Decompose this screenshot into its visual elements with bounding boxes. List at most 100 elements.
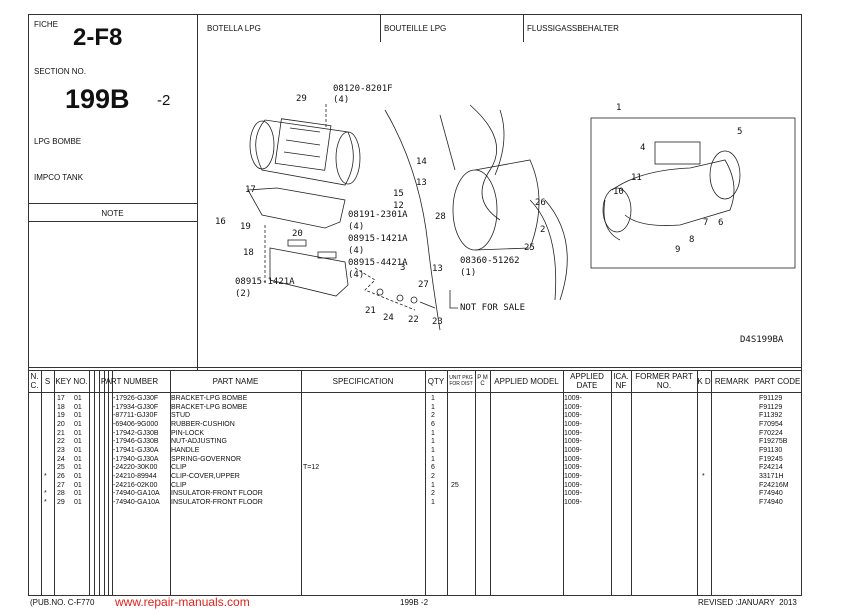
header-former-part-no: FORMER PART NO. xyxy=(635,372,693,390)
callout: 25 xyxy=(524,243,535,253)
callout: 15 xyxy=(393,189,404,199)
column-divider xyxy=(475,370,476,596)
callout: 08915-4421A xyxy=(348,258,408,268)
page-number: 199B -2 xyxy=(400,598,429,607)
callout: 13 xyxy=(416,178,427,188)
callout: 7 xyxy=(703,218,708,228)
callout: 16 xyxy=(215,217,226,227)
key-sub: 01 xyxy=(74,403,82,411)
fiche-value: 2-F8 xyxy=(73,24,123,51)
part-number: -17946-GJ30B xyxy=(113,438,159,446)
qty: 1 xyxy=(431,429,435,437)
divider xyxy=(28,221,197,222)
key-sub: 01 xyxy=(74,412,82,420)
callout: 08915-1421A xyxy=(235,277,295,287)
callout: 2 xyxy=(540,225,545,235)
part-code: F11392 xyxy=(759,412,783,420)
qty: 2 xyxy=(431,412,435,420)
header-applied-date: APPLIED DATE xyxy=(570,372,604,390)
key-no: 21 xyxy=(57,429,65,437)
header-part-code: PART CODE xyxy=(754,376,801,386)
callout: (2) xyxy=(235,289,251,299)
row-s: * xyxy=(44,490,47,498)
part-code: F19275B xyxy=(759,438,788,446)
callout: (4) xyxy=(348,222,364,232)
column-divider xyxy=(631,370,632,596)
callout: NOT FOR SALE xyxy=(460,303,525,313)
left-panel-divider xyxy=(197,14,198,370)
key-no: 26 xyxy=(57,473,65,481)
qty: 2 xyxy=(431,490,435,498)
header-s: S xyxy=(44,376,51,386)
divider xyxy=(28,367,802,368)
callout: 11 xyxy=(631,173,642,183)
key-no: 19 xyxy=(57,412,65,420)
part-name: INSULATOR-FRONT FLOOR xyxy=(171,490,263,498)
key-sub: 01 xyxy=(74,499,82,507)
callout: 9 xyxy=(675,245,680,255)
part-code: F91129 xyxy=(759,403,783,411)
part-code: F91129 xyxy=(759,395,783,402)
applied-date: 1009- xyxy=(564,429,582,437)
column-divider xyxy=(425,370,426,596)
callout: 14 xyxy=(416,157,427,167)
diagram-code: D4S199BA xyxy=(740,335,784,345)
key-sub: 01 xyxy=(74,473,82,481)
part-code: F70224 xyxy=(759,429,783,437)
part-name: NUT-ADJUSTING xyxy=(171,438,227,446)
revised-date: REVISED :JANUARY 2013 xyxy=(698,598,797,607)
divider xyxy=(28,203,197,204)
divider xyxy=(523,14,524,42)
header-qty: QTY xyxy=(427,376,445,386)
callout: 19 xyxy=(240,222,251,232)
title-spanish: BOTELLA LPG xyxy=(207,24,261,33)
applied-date: 1009- xyxy=(564,499,582,507)
part-code: 33171H xyxy=(759,473,784,481)
divider xyxy=(28,370,802,371)
column-divider xyxy=(94,370,95,596)
key-sub: 01 xyxy=(74,447,82,455)
header-remark: REMARK xyxy=(714,376,750,386)
part-number: -17926-GJ30F xyxy=(113,395,159,402)
key-sub: 01 xyxy=(74,455,82,463)
callout: 08915-1421A xyxy=(348,234,408,244)
qty: 1 xyxy=(431,438,435,446)
key-sub: 01 xyxy=(74,421,82,428)
column-divider xyxy=(99,370,100,596)
watermark-link[interactable]: www.repair-manuals.com xyxy=(115,595,250,609)
part-number: -87711-GJ30F xyxy=(113,412,158,420)
column-divider xyxy=(490,370,491,596)
title-german: FLUSSIGASSBEHALTER xyxy=(527,24,619,33)
section-value: 199B xyxy=(65,84,130,114)
row-s: * xyxy=(44,473,47,481)
callout: 20 xyxy=(292,229,303,239)
part-code: F24214 xyxy=(759,464,783,472)
column-divider xyxy=(447,370,448,596)
key-no: 20 xyxy=(57,421,65,428)
header-kd: K D xyxy=(697,376,711,386)
key-sub: 01 xyxy=(74,464,82,472)
callout: 21 xyxy=(365,306,376,316)
column-divider xyxy=(697,370,698,596)
row-s: * xyxy=(44,499,47,507)
part-code: F24216M xyxy=(759,481,789,489)
key-no: 18 xyxy=(57,403,65,411)
part-name: PIN-LOCK xyxy=(171,429,205,437)
part-code: F74940 xyxy=(759,499,783,507)
part-code: F19245 xyxy=(759,455,783,463)
callout: 18 xyxy=(243,248,254,258)
section-suffix: -2 xyxy=(157,92,171,109)
column-divider xyxy=(611,370,612,596)
part-number: -17934-GJ30F xyxy=(113,403,159,411)
header-part-name: PART NAME xyxy=(212,376,259,386)
key-sub: 01 xyxy=(74,481,82,489)
callout: 26 xyxy=(535,198,546,208)
qty: 6 xyxy=(431,464,435,472)
callout: 29 xyxy=(296,94,307,104)
callout: 08191-2301A xyxy=(348,210,408,220)
divider xyxy=(28,392,802,393)
callout: 6 xyxy=(718,218,723,228)
diagram-callouts: 08120-8201F (4) 29 14 13 15 12 26 28 2 2… xyxy=(215,84,784,345)
part-number: -24216-02K00 xyxy=(113,481,158,489)
part-number: -17941-GJ30A xyxy=(113,447,159,455)
